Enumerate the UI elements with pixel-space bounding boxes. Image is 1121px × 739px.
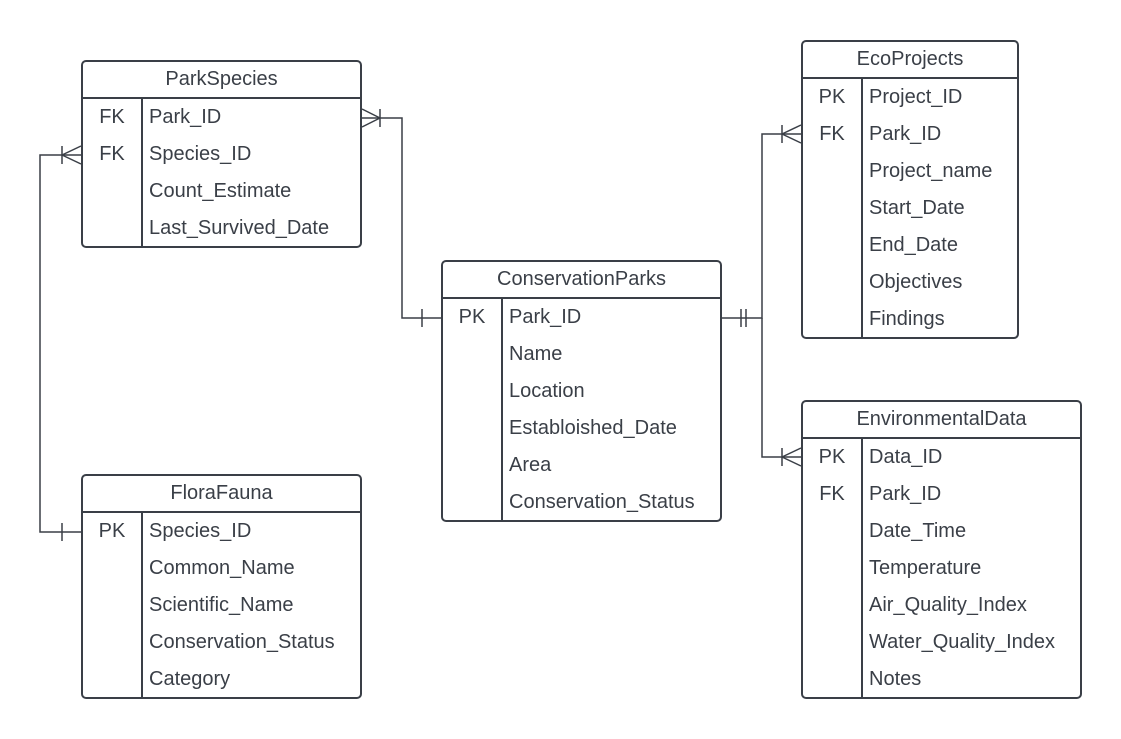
field-name: Species_ID [149,143,252,165]
table-row: Conservation_Status [83,624,360,661]
field-name: Common_Name [149,557,295,579]
field-name: Park_ID [869,483,942,505]
key-marker: FK [99,106,125,128]
table-row: FK Park_ID [803,116,1017,153]
field-name: Name [509,343,563,365]
table-row: PK Park_ID [443,299,720,336]
field-name: Air_Quality_Index [869,594,1027,616]
table-row: FK Species_ID [83,136,360,173]
table-row: Last_Survived_Date [83,210,360,246]
key-column-divider [803,439,863,697]
table-row: Findings [803,301,1017,337]
key-column-divider [83,513,143,697]
field-name: Temperature [869,557,982,579]
table-row: Date_Time [803,513,1080,550]
field-name: Park_ID [869,123,942,145]
key-column-divider [803,79,863,337]
field-name: Establoished_Date [509,417,677,439]
connector-parks-to-environmentaldata [761,318,801,458]
key-marker: PK [818,86,846,108]
field-name: End_Date [869,234,958,256]
table-row: Area [443,447,720,484]
table-row: Conservation_Status [443,484,720,520]
table-row: FK Park_ID [83,99,360,136]
field-name: Last_Survived_Date [149,217,330,239]
key-marker: FK [819,123,845,145]
field-name: Category [149,668,231,690]
key-column-divider [443,299,503,520]
field-name: Park_ID [149,106,222,128]
connector-florafauna-to-parkspecies [39,154,81,533]
table-row: Temperature [803,550,1080,587]
table-row: Common_Name [83,550,360,587]
table-row: Air_Quality_Index [803,587,1080,624]
field-name: Species_ID [149,520,252,542]
entity-title: EnvironmentalData [803,402,1080,439]
crowfoot-ecoprojects-park-id [781,124,802,144]
field-name: Water_Quality_Index [869,631,1056,653]
field-name: Project_name [869,160,993,182]
table-row: Location [443,373,720,410]
entity-title: EcoProjects [803,42,1017,79]
table-row: PK Data_ID [803,439,1080,476]
entity-flora-fauna[interactable]: FloraFauna PK Species_ID Common_Name Sci… [81,474,362,699]
table-row: Establoished_Date [443,410,720,447]
key-marker: FK [819,483,845,505]
table-row: End_Date [803,227,1017,264]
field-name: Area [509,454,552,476]
key-marker: PK [818,446,846,468]
field-name: Project_ID [869,86,963,108]
key-marker: PK [98,520,126,542]
table-row: Notes [803,661,1080,697]
table-row: Water_Quality_Index [803,624,1080,661]
field-name: Start_Date [869,197,965,219]
entity-environmental-data[interactable]: EnvironmentalData PK Data_ID FK Park_ID … [801,400,1082,699]
field-name: Conservation_Status [149,631,335,653]
field-name: Findings [869,308,945,330]
table-row: Category [83,661,360,697]
field-name: Conservation_Status [509,491,695,513]
field-name: Data_ID [869,446,943,468]
key-marker: PK [458,306,486,328]
table-row: Name [443,336,720,373]
field-name: Count_Estimate [149,180,292,202]
crowfoot-parkspecies-species-id [61,145,82,165]
entity-title: ConservationParks [443,262,720,299]
entity-title: FloraFauna [83,476,360,513]
crowfoot-environmentaldata-park-id [781,447,802,467]
table-row: PK Project_ID [803,79,1017,116]
field-name: Date_Time [869,520,967,542]
entity-conservation-parks[interactable]: ConservationParks PK Park_ID Name Locati… [441,260,722,522]
table-row: Scientific_Name [83,587,360,624]
field-name: Objectives [869,271,963,293]
connector-parks-to-parkspecies [362,117,441,319]
field-name: Notes [869,668,922,690]
table-row: Project_name [803,153,1017,190]
table-row: PK Species_ID [83,513,360,550]
connector-parks-to-ecoprojects [721,133,801,319]
crowfoot-parkspecies-park-id [361,108,381,128]
table-row: FK Park_ID [803,476,1080,513]
table-row: Count_Estimate [83,173,360,210]
key-column-divider [83,99,143,246]
key-marker: FK [99,143,125,165]
entity-eco-projects[interactable]: EcoProjects PK Project_ID FK Park_ID Pro… [801,40,1019,339]
table-row: Start_Date [803,190,1017,227]
entity-park-species[interactable]: ParkSpecies FK Park_ID FK Species_ID Cou… [81,60,362,248]
field-name: Park_ID [509,306,582,328]
field-name: Location [509,380,585,402]
table-row: Objectives [803,264,1017,301]
entity-title: ParkSpecies [83,62,360,99]
field-name: Scientific_Name [149,594,294,616]
